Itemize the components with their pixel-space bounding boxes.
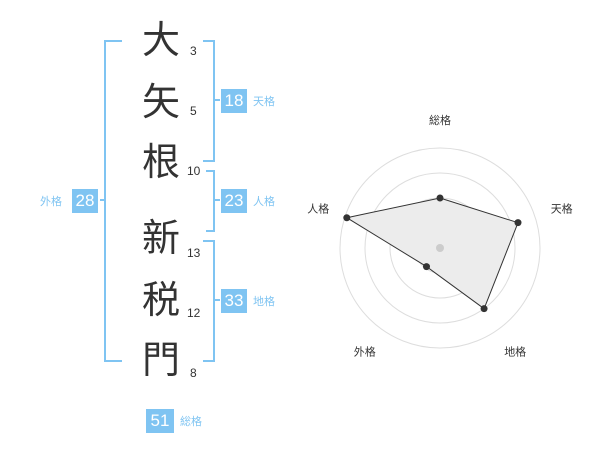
radar-point-2 bbox=[514, 219, 522, 227]
tenkaku-label: 天格 bbox=[253, 95, 275, 108]
stroke-count-1: 3 bbox=[190, 44, 197, 58]
chikaku-value: 33 bbox=[221, 289, 247, 313]
gaikaku-bracket-tick bbox=[100, 199, 105, 201]
chikaku-label: 地格 bbox=[253, 295, 275, 308]
tenkaku-bracket-tick bbox=[214, 99, 220, 101]
name-char-2: 矢 bbox=[141, 80, 180, 124]
name-char-5: 税 bbox=[141, 278, 180, 322]
radar-center bbox=[436, 244, 444, 252]
stroke-count-5: 12 bbox=[187, 306, 201, 320]
name-char-6: 門 bbox=[141, 338, 180, 382]
gaikaku-label: 外格 bbox=[40, 195, 62, 208]
radar-point-4 bbox=[422, 263, 430, 271]
jinkaku-bracket-tick bbox=[214, 199, 220, 201]
radar-point-3 bbox=[480, 305, 488, 313]
gaikaku-bracket bbox=[104, 40, 122, 362]
radar-axis-label: 地格 bbox=[504, 345, 526, 359]
radar-points bbox=[343, 194, 522, 313]
radar-ring bbox=[364, 172, 516, 324]
chikaku-bracket bbox=[203, 240, 215, 362]
radar-ring bbox=[339, 147, 541, 349]
radar-axis-label: 外格 bbox=[354, 345, 376, 359]
name-char-1: 大 bbox=[141, 18, 180, 62]
name-char-3: 根 bbox=[141, 140, 180, 184]
soukaku-value: 51 bbox=[146, 409, 174, 433]
stroke-count-6: 8 bbox=[190, 366, 197, 380]
radar-axis-label: 人格 bbox=[307, 201, 329, 215]
radar-axis-label: 天格 bbox=[551, 201, 573, 215]
jinkaku-bracket bbox=[206, 170, 215, 232]
soukaku-label: 総格 bbox=[180, 415, 202, 428]
jinkaku-label: 人格 bbox=[253, 195, 275, 208]
jinkaku-value: 23 bbox=[221, 189, 247, 213]
radar-axis-label: 総格 bbox=[429, 113, 451, 127]
tenkaku-value: 18 bbox=[221, 89, 247, 113]
tenkaku-bracket bbox=[203, 40, 215, 162]
radar-area bbox=[345, 197, 519, 310]
radar-point-1 bbox=[436, 194, 444, 202]
stroke-count-3: 10 bbox=[187, 164, 201, 178]
radar-point-5 bbox=[343, 214, 351, 222]
gaikaku-value: 28 bbox=[72, 189, 98, 213]
chikaku-bracket-tick bbox=[214, 299, 220, 301]
stroke-count-2: 5 bbox=[190, 104, 197, 118]
stroke-count-4: 13 bbox=[187, 246, 201, 260]
name-char-4: 新 bbox=[141, 216, 180, 260]
